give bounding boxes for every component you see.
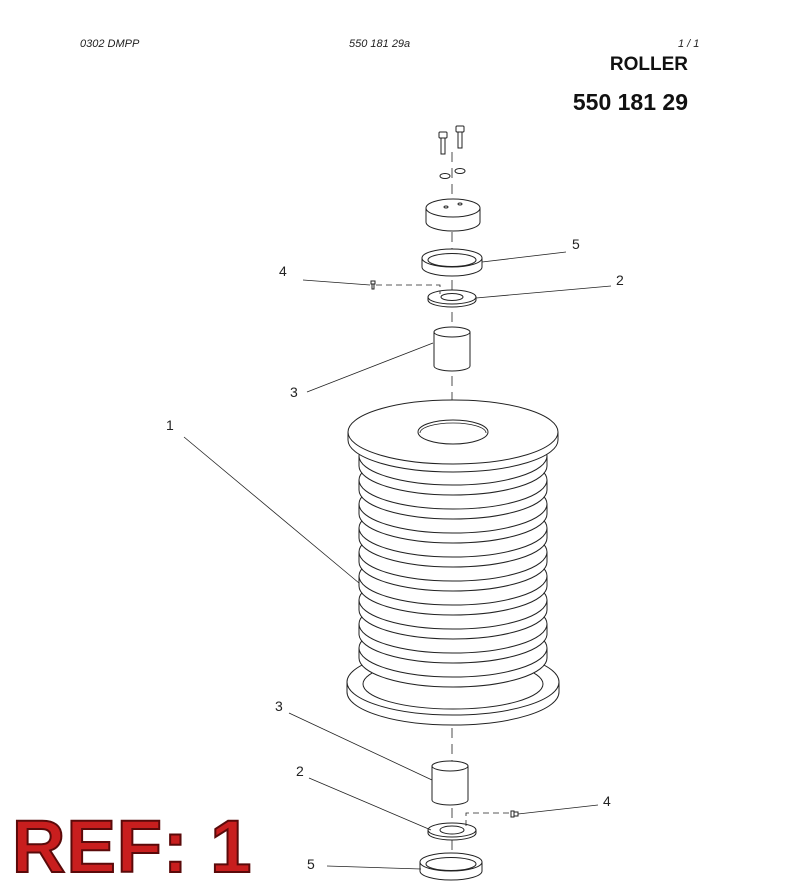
roller-body — [346, 399, 560, 726]
header-page: 1 / 1 — [678, 38, 700, 50]
cap-screws — [438, 125, 466, 179]
top-set-screw — [370, 280, 376, 290]
bottom-bushing — [431, 760, 469, 806]
callout-bottom-washer: 2 — [296, 763, 304, 779]
callout-bottom-screw: 4 — [603, 793, 611, 809]
bearing-cap — [425, 198, 481, 232]
top-seal — [421, 248, 483, 277]
top-screw-path — [376, 284, 441, 294]
ref-label: REF: 1 — [11, 805, 253, 888]
callout-top-washer: 2 — [616, 272, 624, 288]
top-washer — [427, 289, 477, 308]
callout-roller-body: 1 — [166, 417, 174, 433]
leader-lines — [183, 251, 612, 870]
top-bushing — [433, 326, 471, 372]
bottom-set-screw — [510, 810, 519, 818]
callout-top-screw: 4 — [279, 263, 287, 279]
callout-bottom-seal: 5 — [307, 856, 315, 872]
bottom-seal — [419, 852, 483, 881]
callout-bottom-bushing: 3 — [275, 698, 283, 714]
bottom-washer — [427, 822, 477, 841]
callout-top-bushing: 3 — [290, 384, 298, 400]
part-number: 550 181 29 — [572, 89, 688, 115]
bottom-screw-path — [465, 812, 510, 826]
header-code: 0302 DMPP — [80, 38, 140, 50]
part-name: ROLLER — [609, 54, 688, 75]
callout-top-seal: 5 — [572, 236, 580, 252]
header-doc-id: 550 181 29a — [349, 38, 411, 50]
